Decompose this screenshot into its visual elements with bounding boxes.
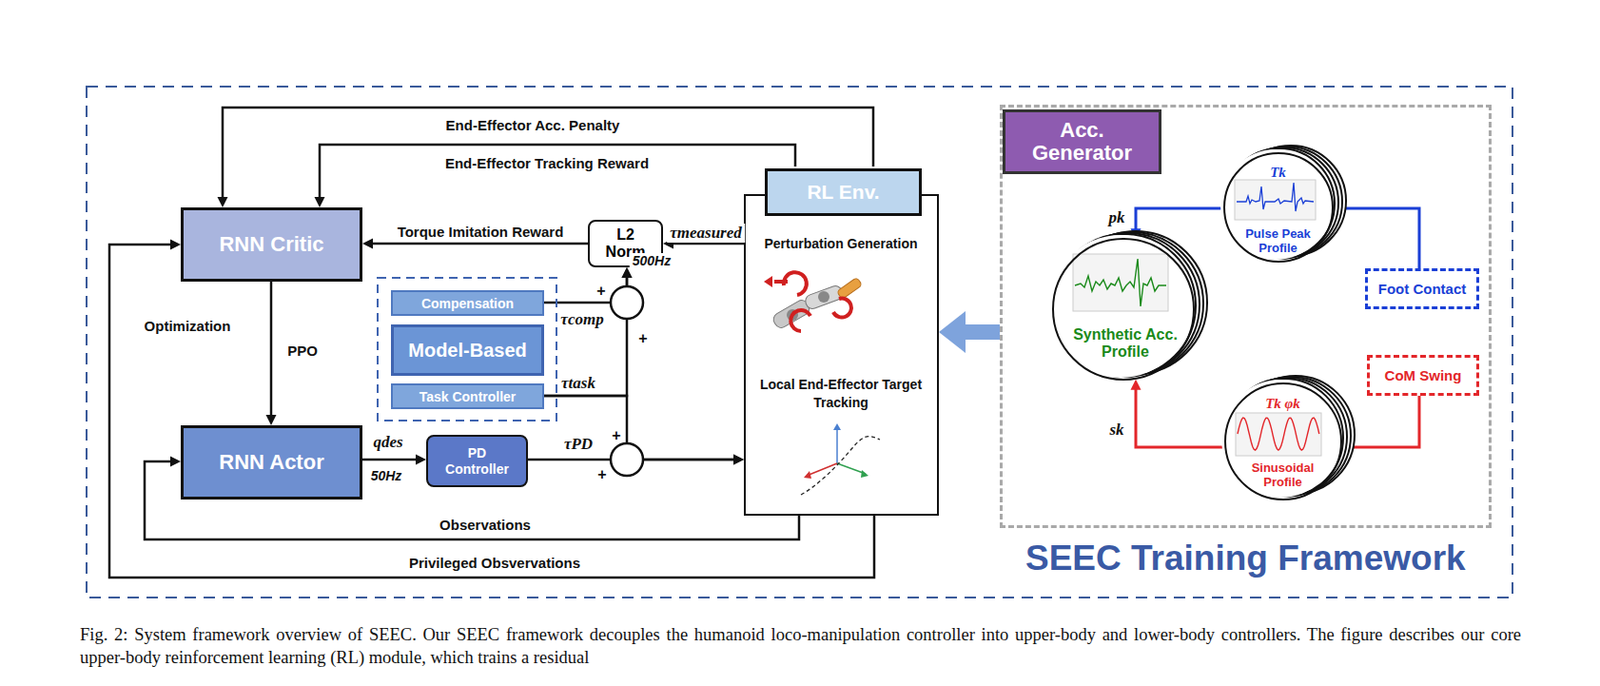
edge-label: End-Effector Acc. Penalty [443,117,624,134]
node-text: Acc. Generator [1002,109,1162,175]
process-box: Compensation [390,290,545,316]
connector-line [671,242,744,246]
connector-line [370,242,588,246]
connector [1333,208,1420,269]
input-box: Foot Contact [1365,268,1480,310]
robot-arm-icon [763,272,863,332]
sine-plot [1235,412,1322,456]
arrowhead [733,454,744,466]
connector [362,238,588,250]
node-text: CoM Swing [1385,367,1463,384]
outer-frame [86,86,1513,598]
annotation-label: + [608,427,624,445]
edge-label: Torque Imitation Reward [394,223,567,240]
node-text: Local End-Effector Target Tracking [745,372,937,415]
profile-circle: Synthetic Acc. Profile [1052,237,1195,381]
connector-line [270,281,274,417]
figure-caption: Fig. 2: System framework overview of SEE… [79,623,1522,669]
connector-line [1333,208,1420,269]
generator-region: Acc. GeneratorTkPulse Peak ProfileSynthe… [999,104,1492,528]
annotation-label: + [594,466,609,484]
process-box: Model-Based [390,324,545,376]
annotation-label: Optimization [141,317,235,334]
node-text: Tk φk [1226,392,1340,414]
edge-label: qdes [370,432,406,452]
edge-label: τmeasured [666,223,745,243]
stacked-circles [1049,145,1355,498]
node-text: Task Controller [419,389,517,405]
arrowhead [415,454,427,466]
edge-label: PPO [284,342,321,359]
connector [544,395,744,466]
process-box: RNN Critic [180,207,363,282]
axes-icon [800,423,880,495]
sum-junction [610,443,644,476]
synthetic-plot [1073,253,1169,312]
profile-circle: TkPulse Peak Profile [1223,152,1334,263]
controller-group [377,277,557,421]
arrowhead [622,267,633,278]
environment-box: RL Env.Perturbation GenerationLocal End-… [743,194,939,516]
node-text: RNN Actor [218,449,324,475]
arrowhead [938,311,966,353]
connector-line [959,324,1000,340]
edge-label: Observations [436,516,534,533]
connector-line [1135,388,1225,448]
connector-line [109,244,875,578]
arrowhead [362,238,373,250]
node-text: RL Env. [764,168,922,216]
connector [362,454,427,466]
edge-label: τPD [561,434,596,454]
process-box: Task Controller [390,383,545,410]
node-text: PD Controller [439,445,516,478]
node-text: Pulse Peak Profile [1225,226,1331,257]
edge-label: Privileged Obsvervations [406,554,584,571]
edge-label: τtask [558,373,599,393]
node-text: RNN Critic [218,232,324,257]
node-text: Compensation [421,295,514,312]
edge-label: pk [1106,208,1129,228]
node-text: Model-Based [408,339,527,362]
edge-label: sk [1106,420,1127,440]
arrowhead [217,196,229,208]
connector-line [362,458,418,462]
annotation-label: 50Hz [368,468,406,484]
arrowhead [314,196,326,208]
connector [1131,379,1226,448]
controller-box: PD Controller [426,434,528,488]
diagram-title: SEEC Training Framework [1025,538,1466,579]
connector [266,281,277,426]
edge-label: τcomp [557,310,606,330]
arrowhead [170,456,181,468]
edge-label: End-Effector Tracking Reward [442,155,652,172]
input-box: CoM Swing [1366,354,1480,396]
node-text: Sinusoidal Profile [1237,460,1328,491]
annotation-label: + [593,282,608,300]
connector-line [1135,208,1224,231]
arrowhead [1131,379,1142,391]
annotation-label: + [635,330,650,348]
node-text: Tk [1225,161,1331,183]
sum-junction [610,286,644,319]
node-text: Synthetic Acc. Profile [1058,323,1192,364]
node-text: Perturbation Generation [745,222,937,265]
arrowhead [622,267,633,278]
connector [938,311,1000,353]
pulse-plot [1234,179,1316,220]
annotation-label: 500Hz [629,253,674,269]
node-text: Foot Contact [1378,280,1466,297]
connector-line [319,144,796,199]
arrowhead [266,414,277,426]
arrowhead [170,239,181,251]
arrowhead [733,454,744,466]
process-box: RNN Actor [180,425,363,500]
connector [314,144,797,208]
profile-circle: Tk φk Sinusoidal Profile [1224,382,1343,501]
connector [109,239,875,579]
